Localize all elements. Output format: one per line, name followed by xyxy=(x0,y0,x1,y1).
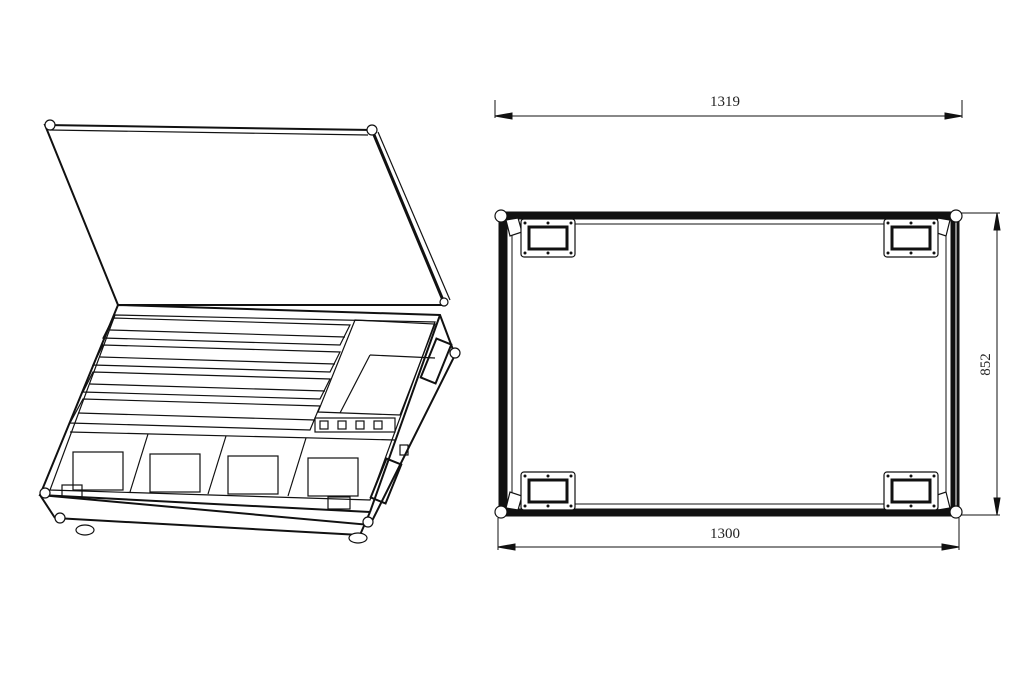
dimension-overall-width: 1319 xyxy=(710,94,740,110)
dimension-depth: 852 xyxy=(977,353,994,376)
isometric-case-drawing xyxy=(38,119,461,544)
dimension-body-width: 1300 xyxy=(710,526,740,542)
